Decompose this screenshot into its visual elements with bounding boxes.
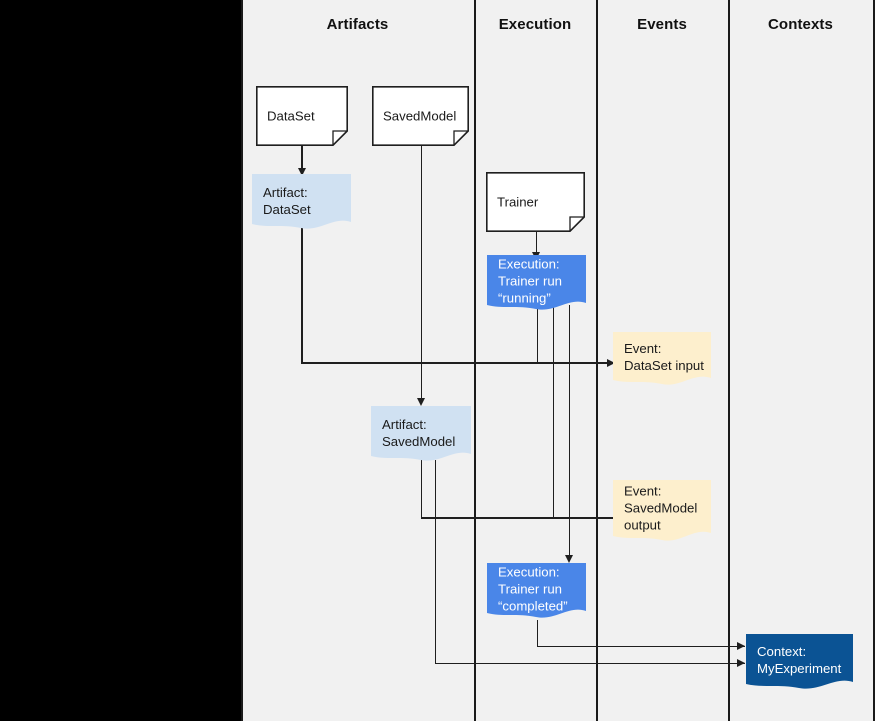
lane-divider-events <box>728 0 730 721</box>
lane-header-artifacts: Artifacts <box>326 16 389 33</box>
edge-artifact-savedmodel-down-b <box>434 460 437 664</box>
wave-shape-context-myexperiment <box>746 634 853 689</box>
lane-divider-execution <box>596 0 598 721</box>
node-type-trainer[interactable]: Trainer <box>486 172 585 232</box>
wave-shape-execution-completed <box>487 563 586 618</box>
node-execution-running[interactable]: Execution: Trainer run “running” <box>487 255 586 313</box>
node-label-event-savedmodel-output: Event: SavedModel output <box>624 483 698 533</box>
lane-header-events: Events <box>637 16 687 33</box>
arrowhead-context-from-artifact <box>737 659 745 667</box>
edge-artifact-dataset-right <box>301 362 615 364</box>
node-type-savedmodel[interactable]: SavedModel <box>372 86 469 146</box>
wave-shape-event-dataset-input <box>613 332 711 385</box>
node-label-artifact-dataset: Artifact: DataSet <box>263 184 311 217</box>
node-label-event-dataset-input: Event: DataSet input <box>624 340 704 373</box>
node-label-context-myexperiment: Context: MyExperiment <box>757 643 842 676</box>
arrowhead-execution-completed <box>564 555 573 563</box>
edge-execution-completed-to-context <box>536 645 745 648</box>
arrowhead-dataset-artifact <box>297 168 306 176</box>
document-shape-savedmodel <box>372 86 469 146</box>
node-type-dataset[interactable]: DataSet <box>256 86 348 146</box>
lane-header-contexts: Contexts <box>768 16 833 33</box>
node-label-type-trainer: Trainer <box>497 194 539 210</box>
wave-shape-artifact-dataset <box>252 174 351 229</box>
document-shape-trainer <box>486 172 585 232</box>
lane-divider-right <box>873 0 875 721</box>
edge-execution-running-to-event-dataset <box>536 305 539 363</box>
edge-dataset-type-to-artifact <box>301 146 303 170</box>
lane-header-execution: Execution <box>498 16 572 33</box>
node-label-artifact-savedmodel: Artifact: SavedModel <box>382 416 456 449</box>
arrowhead-savedmodel-artifact <box>416 398 425 406</box>
edge-artifact-savedmodel-right <box>420 517 675 519</box>
document-shape-dataset <box>256 86 348 146</box>
node-execution-completed[interactable]: Execution: Trainer run “completed” <box>487 563 586 621</box>
node-event-savedmodel-output[interactable]: Event: SavedModel output <box>613 480 711 544</box>
edge-artifact-savedmodel-down-a <box>420 460 423 518</box>
node-artifact-dataset[interactable]: Artifact: DataSet <box>252 174 351 232</box>
lane-divider-left <box>241 0 243 721</box>
node-artifact-savedmodel[interactable]: Artifact: SavedModel <box>371 406 471 464</box>
arrowhead-event-dataset-input <box>607 358 615 367</box>
edge-artifact-savedmodel-to-context <box>434 662 745 665</box>
edge-artifact-dataset-down <box>301 228 303 363</box>
node-label-execution-completed: Execution: Trainer run “completed” <box>498 564 568 614</box>
node-event-dataset-input[interactable]: Event: DataSet input <box>613 332 711 388</box>
wave-shape-artifact-savedmodel <box>371 406 471 461</box>
node-context-myexperiment[interactable]: Context: MyExperiment <box>746 634 853 692</box>
node-label-type-savedmodel: SavedModel <box>383 108 457 124</box>
wave-shape-event-savedmodel-output <box>613 480 711 541</box>
node-label-execution-running: Execution: Trainer run “running” <box>498 256 563 306</box>
edge-execution-completed-down <box>536 620 539 647</box>
arrowhead-context-from-execution <box>737 642 745 650</box>
lane-divider-artifacts <box>474 0 476 721</box>
wave-shape-execution-running <box>487 255 586 310</box>
edge-savedmodel-type-down <box>420 146 423 400</box>
edge-trainer-to-execution <box>535 232 538 254</box>
node-label-type-dataset: DataSet <box>267 108 315 124</box>
edge-execution-running-to-execution-completed <box>568 305 571 557</box>
edge-execution-running-to-event-savedmodel <box>552 305 555 518</box>
swimlane-diagram: Artifacts Execution Events Contexts <box>241 0 875 721</box>
